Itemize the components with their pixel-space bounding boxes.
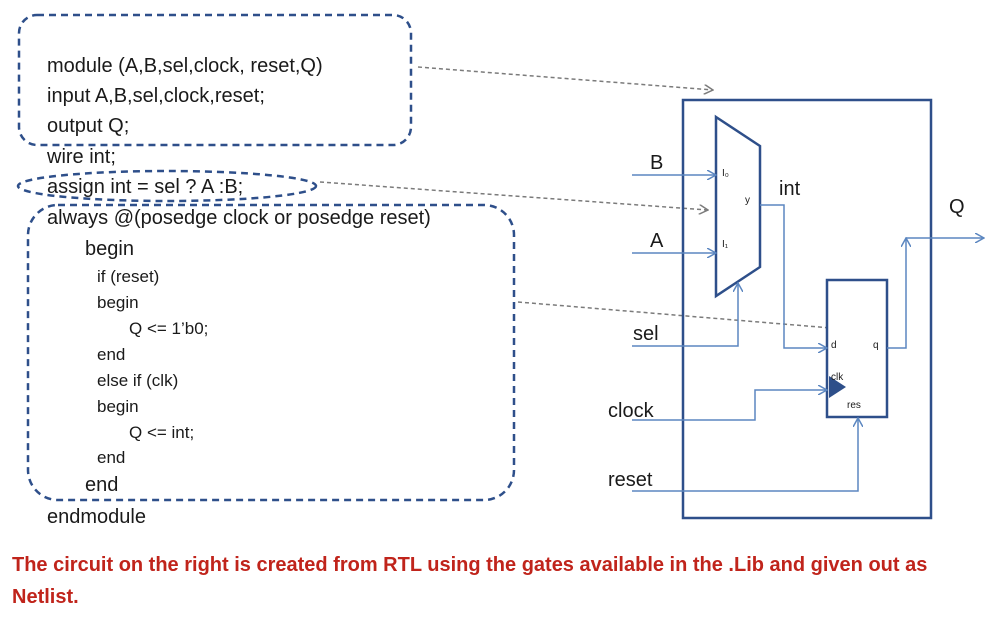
input-label-reset: reset xyxy=(608,469,653,491)
code-line-output: output Q; xyxy=(47,115,130,137)
wire-label-int: int xyxy=(779,178,801,200)
code-always-block-box xyxy=(26,203,516,502)
mapping-arrow-always xyxy=(517,301,855,330)
clock-triangle-icon xyxy=(829,376,846,398)
module-boundary-box xyxy=(681,98,933,520)
wire-reset xyxy=(632,418,858,492)
code-line-assign: assign int = sel ? A :B; xyxy=(47,176,244,198)
mux-pin-i0: I₀ xyxy=(722,168,729,179)
code-line-q-reset: Q <= 1’b0; xyxy=(129,319,209,338)
code-line-if-reset: if (reset) xyxy=(97,267,160,286)
code-line-endmodule: endmodule xyxy=(47,506,146,528)
mapping-arrow-module xyxy=(417,66,713,90)
code-line-end-else: end xyxy=(97,448,126,467)
caption-text: The circuit on the right is created from… xyxy=(12,554,928,608)
code-line-begin-if: begin xyxy=(97,293,139,312)
code-line-input: input A,B,sel,clock,reset; xyxy=(47,85,265,107)
code-line-wire: wire int; xyxy=(47,146,116,168)
mapping-arrow-assign xyxy=(319,181,708,210)
code-line-module: module (A,B,sel,clock, reset,Q) xyxy=(47,55,323,77)
code-line-begin-outer: begin xyxy=(85,238,134,260)
code-line-end-outer: end xyxy=(85,474,119,496)
wire-sel xyxy=(632,283,738,347)
code-line-always: always @(posedge clock or posedge reset) xyxy=(47,207,431,229)
ff-pin-clk: clk xyxy=(831,372,844,383)
code-line-q-int: Q <= int; xyxy=(129,423,195,442)
multiplexer xyxy=(714,114,762,299)
code-line-begin-else: begin xyxy=(97,397,139,416)
input-label-b: B xyxy=(650,152,664,174)
ff-pin-d: d xyxy=(831,340,837,351)
wire-int xyxy=(760,204,827,348)
wire-q xyxy=(887,238,906,349)
input-label-a: A xyxy=(650,230,664,252)
mux-pin-i1: I₁ xyxy=(722,239,729,250)
code-line-else-clk: else if (clk) xyxy=(97,371,179,390)
code-module-header-box xyxy=(17,13,413,147)
ff-pin-q: q xyxy=(873,340,879,351)
wire-clock xyxy=(632,390,827,421)
code-line-end-if: end xyxy=(97,345,126,364)
input-label-clock: clock xyxy=(608,400,654,422)
mux-pin-y: y xyxy=(745,195,750,206)
ff-pin-res: res xyxy=(847,400,861,411)
output-label-q: Q xyxy=(949,196,965,218)
code-assign-ellipse xyxy=(16,169,318,203)
input-label-sel: sel xyxy=(633,323,659,345)
